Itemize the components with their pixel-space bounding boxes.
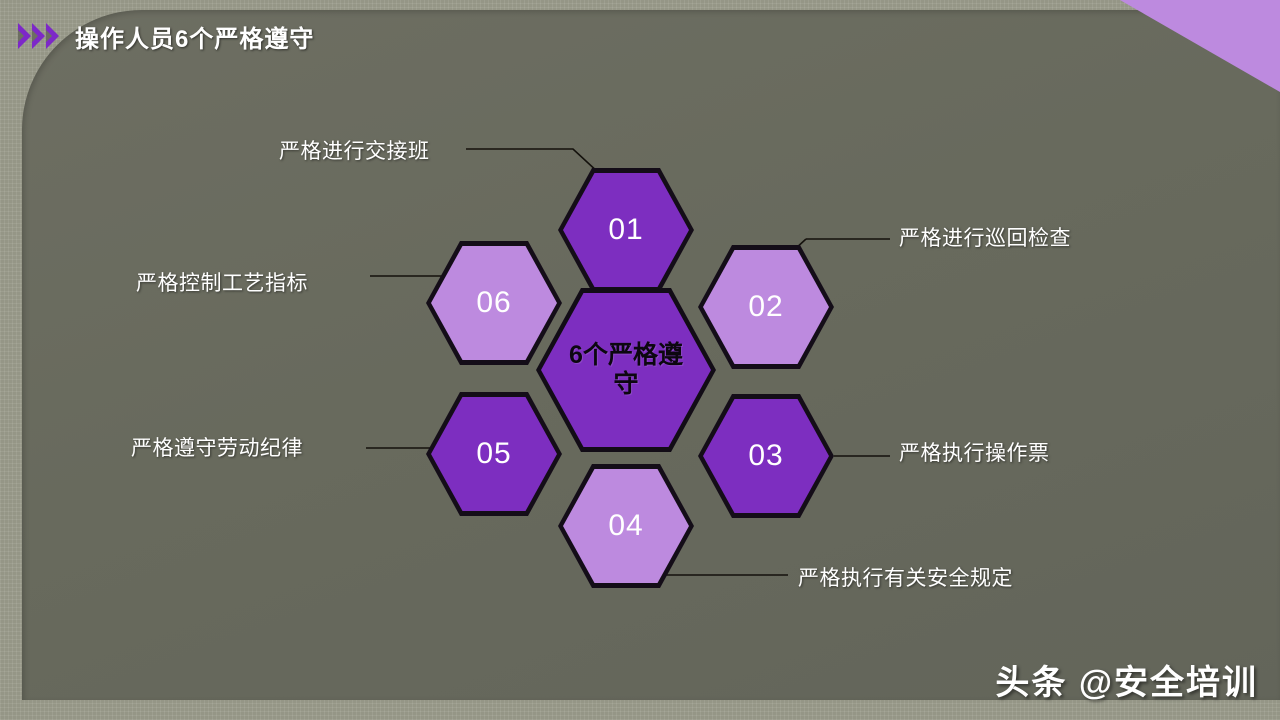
hexagon-number-02: 02 (748, 290, 784, 323)
page-title: 操作人员6个严格遵守 (75, 25, 315, 53)
hexagon-label-04: 严格执行有关安全规定 (798, 567, 1013, 590)
slide-header: 操作人员6个严格遵守 (0, 16, 314, 56)
hexagon-label-06: 严格控制工艺指标 (136, 272, 308, 295)
hexagon-number-01: 01 (608, 213, 644, 246)
hexagon-node-center[interactable]: 6个严格遵守 (536, 288, 716, 452)
hexagon-node-02[interactable]: 02 (698, 245, 834, 369)
hexagon-node-03[interactable]: 03 (698, 394, 834, 518)
hexagon-label-05: 严格遵守劳动纪律 (131, 437, 303, 460)
hexagon-label-02: 严格进行巡回检查 (899, 227, 1071, 250)
hexagon-node-01[interactable]: 01 (558, 168, 694, 292)
hexagon-number-04: 04 (608, 509, 644, 542)
hexagon-number-03: 03 (748, 439, 784, 472)
hexagon-number-06: 06 (476, 286, 512, 319)
chevron-group-icon (18, 23, 59, 49)
hexagon-center-label: 6个严格遵守 (569, 341, 683, 398)
hexagon-node-05[interactable]: 05 (426, 392, 562, 516)
hexagon-label-01: 严格进行交接班 (279, 140, 430, 163)
hexagon-node-06[interactable]: 06 (426, 241, 562, 365)
watermark: 头条 @安全培训 (995, 664, 1258, 702)
chevron-right-icon (32, 23, 45, 49)
chevron-right-icon (46, 23, 59, 49)
hexagon-number-05: 05 (476, 437, 512, 470)
hexagon-label-03: 严格执行操作票 (899, 442, 1050, 465)
chevron-right-icon (18, 23, 31, 49)
hexagon-node-04[interactable]: 04 (558, 464, 694, 588)
